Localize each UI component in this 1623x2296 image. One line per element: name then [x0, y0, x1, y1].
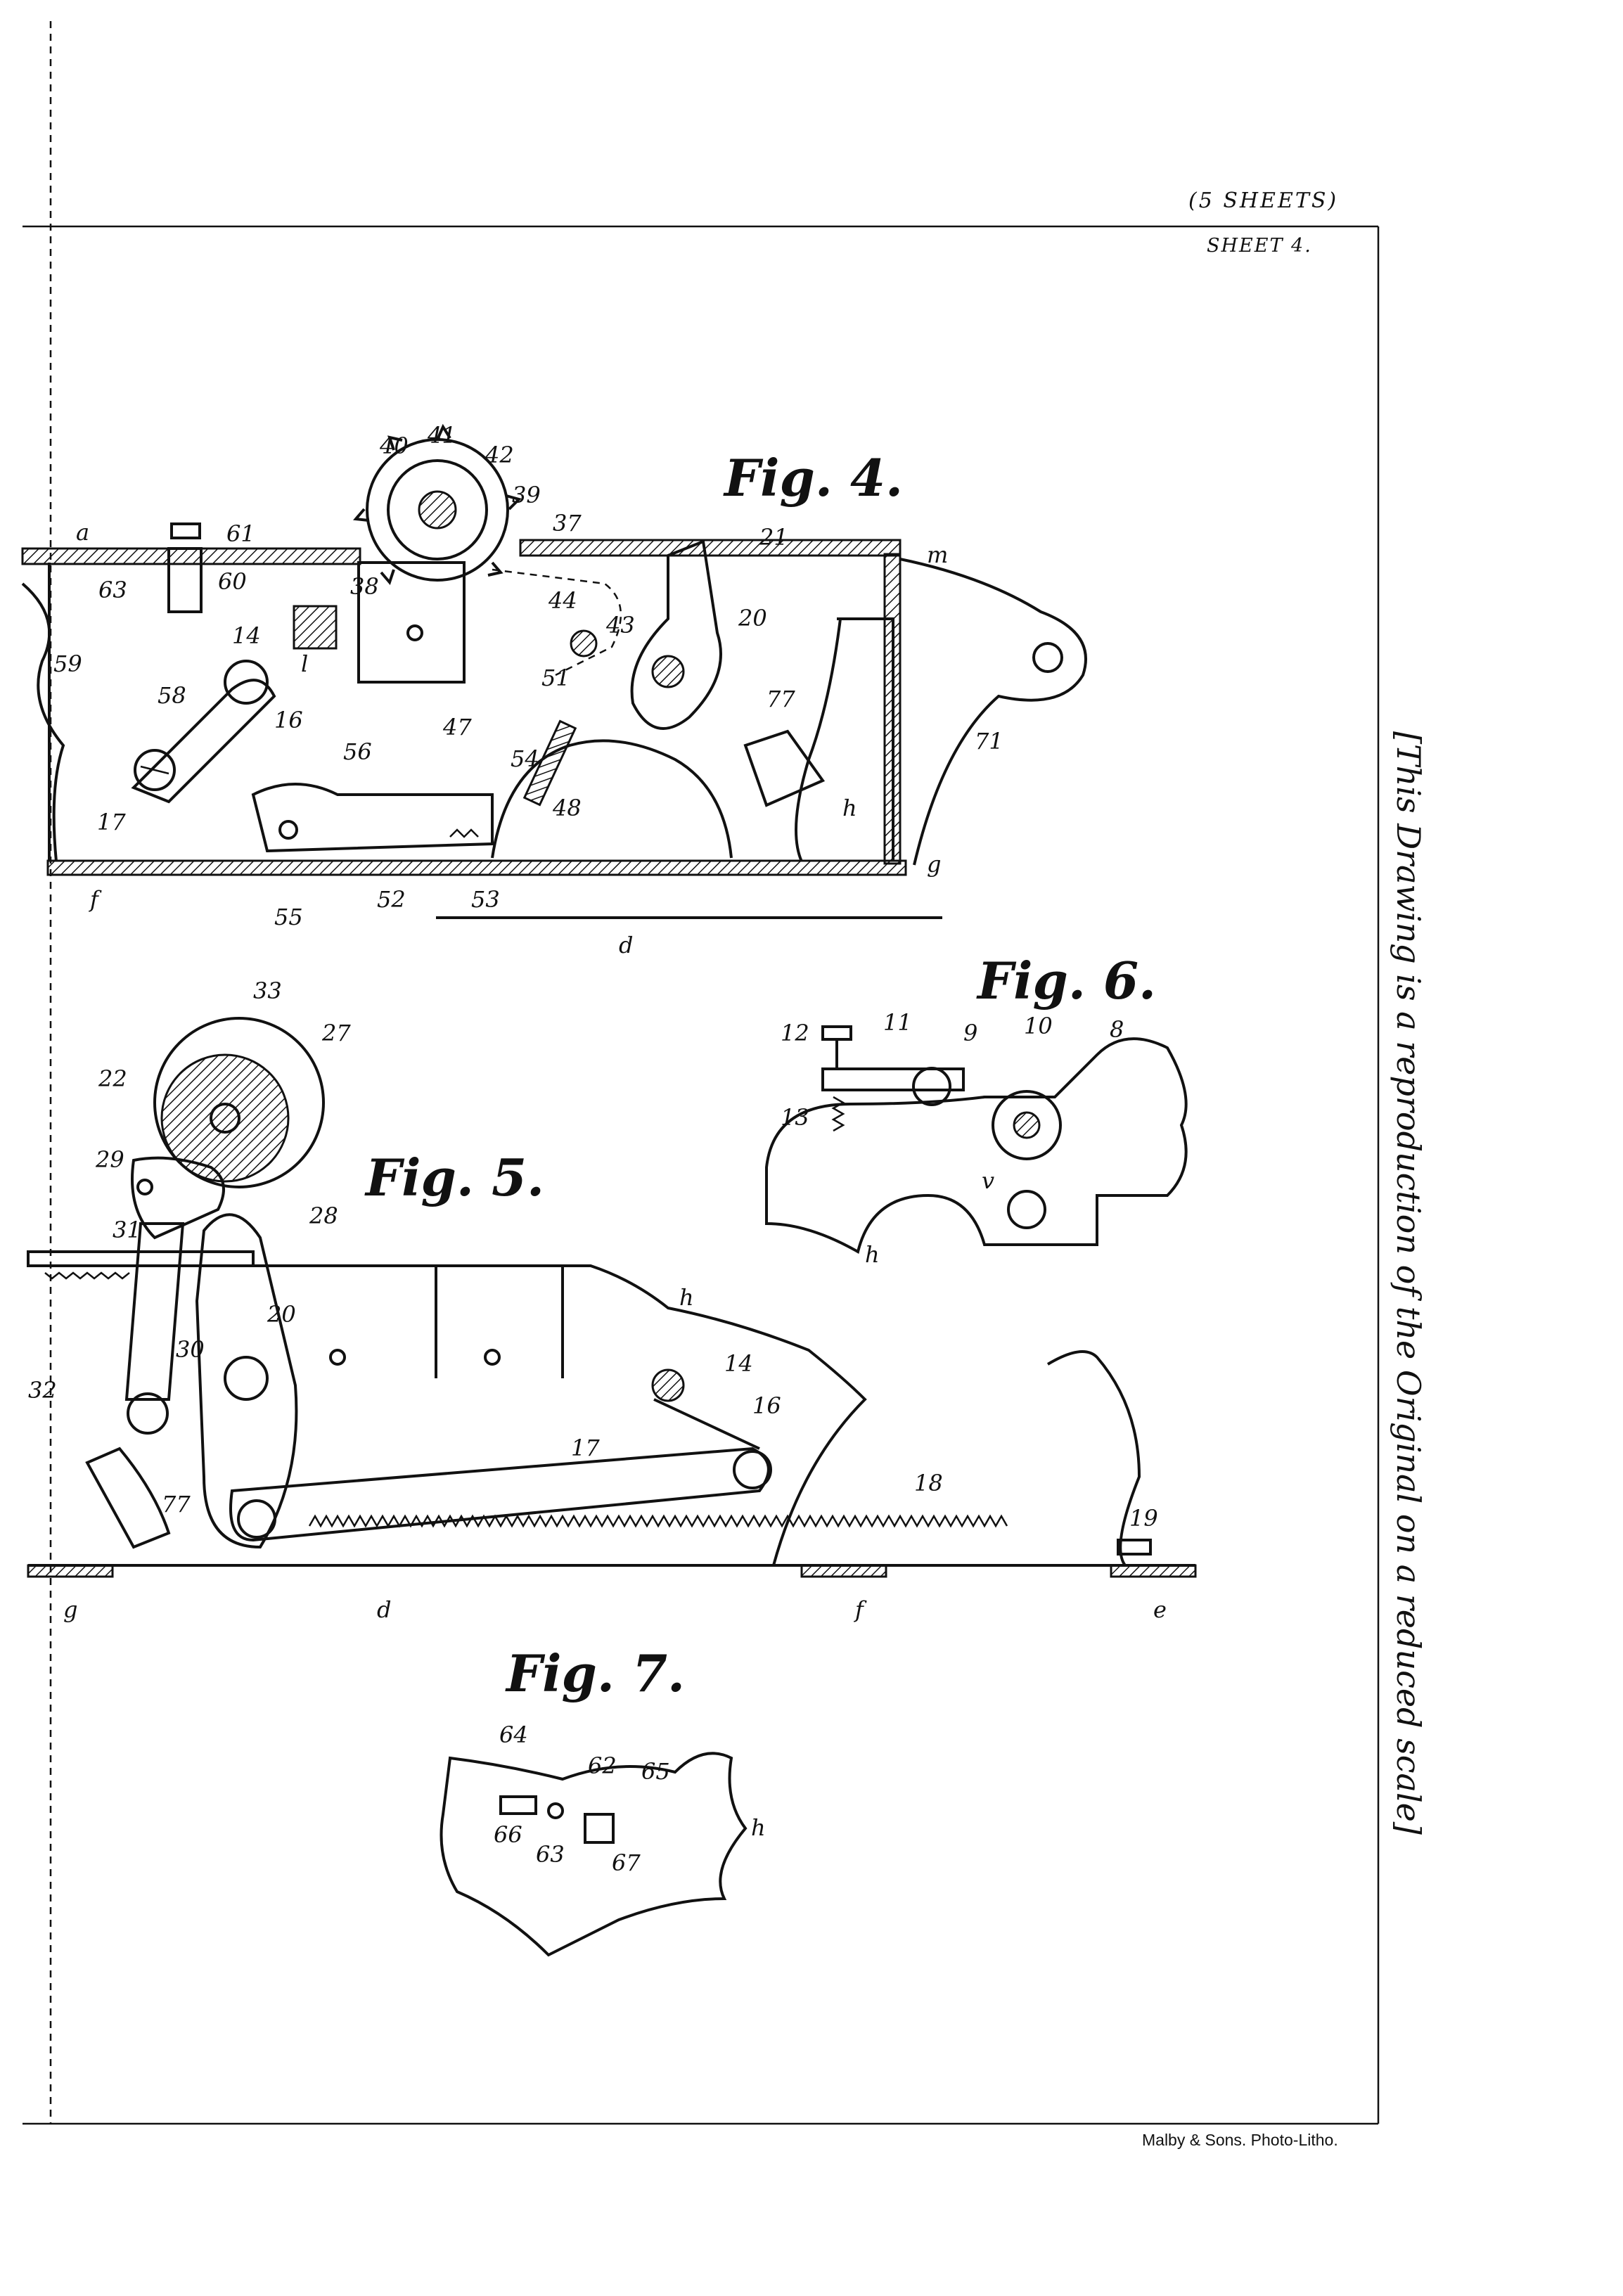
svg-text:32: 32 [28, 1377, 57, 1404]
svg-text:29: 29 [95, 1146, 124, 1173]
svg-text:41: 41 [427, 422, 456, 449]
svg-text:31: 31 [113, 1217, 141, 1243]
svg-text:65: 65 [641, 1758, 670, 1785]
svg-text:g: g [63, 1596, 77, 1623]
svg-text:h: h [679, 1284, 694, 1311]
svg-text:8: 8 [1110, 1016, 1124, 1043]
fig5-title: Fig. 5. [364, 1148, 544, 1207]
svg-text:61: 61 [226, 520, 255, 547]
reproduction-note: [This Drawing is a reproduction of the O… [1390, 731, 1428, 1835]
sheets-count: (5 SHEETS) [1188, 188, 1339, 213]
sheet-number: SHEET 4. [1207, 235, 1312, 257]
svg-text:58: 58 [158, 682, 186, 709]
svg-text:51: 51 [541, 665, 570, 691]
svg-text:40: 40 [379, 432, 409, 459]
svg-text:67: 67 [612, 1849, 641, 1876]
fig6-title: Fig. 6. [976, 951, 1156, 1011]
svg-text:h: h [865, 1241, 880, 1268]
svg-text:64: 64 [499, 1721, 528, 1748]
svg-text:14: 14 [724, 1350, 753, 1377]
svg-text:66: 66 [494, 1821, 522, 1848]
svg-text:28: 28 [309, 1202, 338, 1229]
svg-text:d: d [619, 932, 633, 958]
svg-text:63: 63 [98, 577, 127, 603]
figure-5: Fig. 5. 33 27 22 29 28 31 20 h 30 32 14 … [27, 977, 1197, 1623]
svg-text:71: 71 [975, 728, 1003, 755]
svg-text:59: 59 [53, 650, 82, 677]
svg-text:m: m [927, 541, 948, 568]
svg-text:43: 43 [605, 612, 635, 639]
svg-text:e: e [1153, 1596, 1167, 1623]
printer-credit: Malby & Sons. Photo-Litho. [1142, 2131, 1338, 2149]
svg-text:39: 39 [512, 482, 541, 508]
svg-text:10: 10 [1024, 1013, 1053, 1039]
svg-text:62: 62 [588, 1752, 617, 1779]
svg-text:h: h [751, 1814, 766, 1841]
svg-text:v: v [982, 1167, 994, 1194]
figure-7: Fig. 7. 64 62 65 66 63 67 h [440, 1643, 766, 1957]
svg-text:17: 17 [97, 809, 126, 835]
svg-text:11: 11 [883, 1009, 912, 1036]
svg-text:13: 13 [781, 1104, 809, 1131]
svg-text:h: h [842, 795, 857, 821]
svg-text:g: g [927, 851, 941, 878]
svg-text:18: 18 [914, 1470, 943, 1496]
svg-text:48: 48 [552, 795, 582, 821]
svg-text:22: 22 [98, 1065, 127, 1092]
svg-text:d: d [377, 1596, 391, 1623]
svg-text:l: l [301, 650, 308, 677]
svg-text:27: 27 [321, 1020, 351, 1046]
svg-text:77: 77 [766, 686, 795, 712]
svg-text:14: 14 [232, 622, 261, 649]
svg-text:60: 60 [218, 568, 247, 595]
svg-text:33: 33 [253, 977, 282, 1004]
svg-text:38: 38 [350, 573, 379, 600]
svg-text:37: 37 [553, 510, 582, 537]
figure-6: Fig. 6. 12 11 9 10 8 13 v h [765, 951, 1188, 1268]
svg-text:17: 17 [571, 1435, 600, 1461]
svg-text:20: 20 [267, 1301, 296, 1328]
svg-text:52: 52 [377, 886, 406, 913]
svg-text:19: 19 [1129, 1505, 1158, 1532]
svg-text:30: 30 [176, 1336, 205, 1363]
svg-text:63: 63 [536, 1841, 565, 1868]
figure-4: Fig. 4. 40 41 42 39 37 21 m a 61 60 63 3… [21, 422, 1087, 958]
svg-text:53: 53 [471, 886, 500, 913]
svg-text:21: 21 [759, 524, 788, 551]
svg-text:20: 20 [738, 605, 767, 631]
svg-text:16: 16 [274, 707, 303, 733]
svg-text:56: 56 [343, 738, 372, 765]
svg-text:9: 9 [963, 1020, 977, 1046]
svg-text:f: f [89, 886, 102, 913]
svg-text:77: 77 [162, 1491, 191, 1518]
svg-text:54: 54 [511, 745, 539, 772]
svg-text:a: a [76, 519, 89, 546]
svg-text:55: 55 [274, 904, 303, 930]
svg-text:47: 47 [442, 714, 472, 740]
svg-text:f: f [854, 1596, 867, 1623]
svg-text:42: 42 [485, 442, 514, 468]
fig7-title: Fig. 7. [505, 1643, 685, 1703]
svg-text:12: 12 [781, 1020, 809, 1046]
svg-text:44: 44 [548, 587, 577, 614]
svg-text:16: 16 [752, 1392, 781, 1419]
sheet-border [23, 21, 1380, 2125]
fig4-title: Fig. 4. [723, 448, 903, 508]
